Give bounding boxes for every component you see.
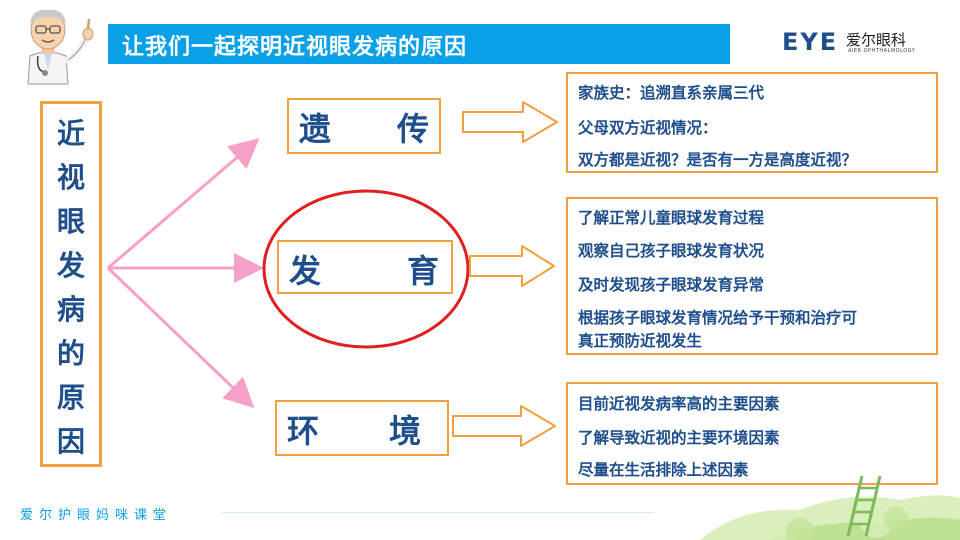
logo-chinese: 爱尔眼科 (846, 31, 907, 49)
detail-line: 尽量在生活排除上述因素 (578, 461, 749, 479)
detail-line: 真正预防近视发生 (578, 332, 703, 350)
topic-char: 发 (56, 249, 85, 282)
category-genetics: 遗 传 (287, 98, 441, 154)
category-char: 发 (289, 252, 322, 290)
topic-char: 因 (56, 425, 85, 458)
footer-text: 爱尔护眼妈咪课堂 (20, 508, 173, 523)
topic-char: 眼 (56, 205, 85, 238)
topic-box: 近 视 眼 发 病 的 原 因 (40, 101, 102, 467)
hill-icon (700, 495, 960, 540)
topic-char: 原 (56, 381, 85, 414)
category-char: 育 (407, 252, 440, 290)
detail-box-genetics: 家族史：追溯直系亲属三代 父母双方近视情况： 双方都是近视？是否有一方是高度近视… (566, 72, 938, 173)
arrow-to-environment (106, 266, 255, 409)
category-char: 境 (389, 412, 422, 450)
detail-line: 父母双方近视情况： (578, 119, 718, 137)
detail-line: 了解正常儿童眼球发育过程 (578, 209, 765, 227)
block-arrow-icon (452, 405, 556, 447)
detail-line: 根据孩子眼球发育情况给予干预和治疗可 (578, 309, 858, 327)
topic-char: 近 (56, 117, 85, 150)
footer-divider (222, 512, 654, 513)
title-bar (108, 24, 730, 64)
detail-line: 了解导致近视的主要环境因素 (578, 429, 780, 447)
page-title: 让我们一起探明近视眼发病的原因 (122, 35, 468, 60)
detail-line: 及时发现孩子眼球发育异常 (578, 276, 765, 294)
detail-line: 家族史：追溯直系亲属三代 (578, 84, 765, 102)
highlight-circle (262, 189, 470, 349)
block-arrow-icon (469, 245, 555, 287)
block-arrow-icon (462, 101, 558, 143)
doctor-icon (8, 4, 106, 86)
ladder-icon (846, 475, 882, 537)
detail-box-environment: 目前近视发病率高的主要因素 了解导致近视的主要环境因素 尽量在生活排除上述因素 (566, 382, 938, 485)
category-char: 遗 (299, 110, 332, 148)
detail-line: 目前近视发病率高的主要因素 (578, 395, 780, 413)
detail-line: 双方都是近视？是否有一方是高度近视？ (578, 151, 858, 169)
topic-char: 视 (56, 161, 85, 194)
category-char: 环 (287, 412, 320, 450)
detail-line: 观察自己孩子眼球发育状况 (578, 242, 765, 260)
topic-char: 病 (56, 293, 85, 326)
detail-box-development: 了解正常儿童眼球发育过程 观察自己孩子眼球发育状况 及时发现孩子眼球发育异常 根… (566, 197, 938, 355)
logo-mark: EYE (782, 28, 839, 56)
logo-english: AIER OPHTHALMOLOGY (848, 48, 916, 54)
arrow-to-genetics (107, 138, 260, 270)
category-development: 发 育 (277, 240, 453, 294)
category-environment: 环 境 (275, 400, 449, 456)
topic-char: 的 (56, 337, 85, 370)
category-char: 传 (397, 110, 430, 148)
